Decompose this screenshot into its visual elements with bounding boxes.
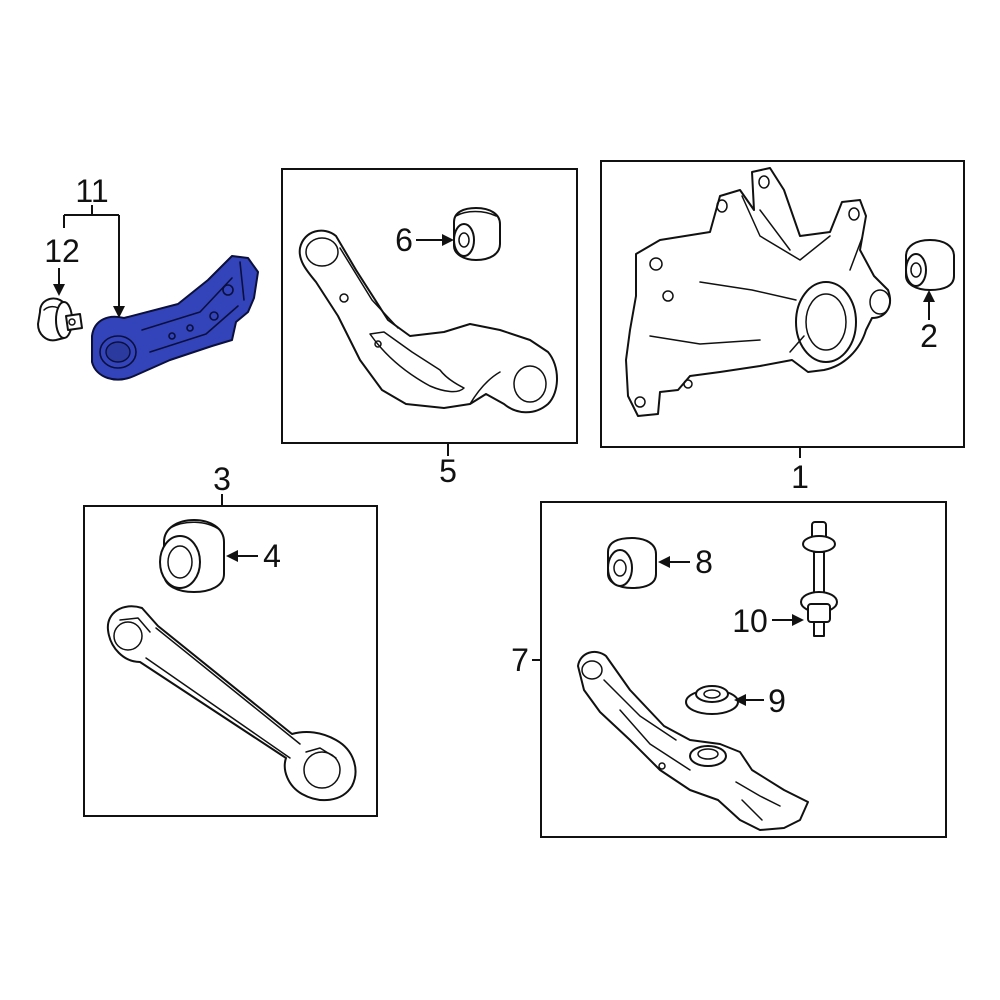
group-box-3 [83, 505, 378, 817]
arrow-2 [923, 290, 935, 302]
arrow-10 [792, 614, 804, 626]
bushing-4[interactable] [159, 519, 225, 593]
spring-seat-9[interactable] [685, 685, 739, 715]
arrow-8 [658, 556, 670, 568]
arrow-12 [53, 284, 65, 296]
bushing-12[interactable] [37, 297, 83, 342]
control-arm-5[interactable] [298, 229, 558, 414]
arrow-9 [734, 694, 746, 706]
callout-1: 1 [791, 459, 809, 495]
callout-6: 6 [395, 222, 413, 258]
callout-12: 12 [44, 233, 80, 269]
arrow-6 [442, 234, 454, 246]
callout-9: 9 [768, 683, 786, 719]
knuckle-1[interactable] [625, 167, 891, 417]
callout-11: 11 [75, 173, 108, 209]
bushing-6[interactable] [453, 207, 501, 261]
trailing-arm-highlighted[interactable] [91, 255, 259, 381]
callout-2: 2 [920, 318, 938, 354]
arrow-11 [113, 306, 125, 318]
callout-7: 7 [511, 642, 529, 678]
lateral-link-3[interactable] [106, 605, 357, 802]
bushing-8[interactable] [607, 537, 657, 589]
callout-4: 4 [263, 538, 281, 574]
group-box-7 [540, 501, 947, 838]
callout-3: 3 [213, 461, 231, 497]
lower-arm-7[interactable] [577, 650, 809, 831]
group-box-1 [600, 160, 965, 448]
group-box-5 [281, 168, 578, 444]
bushing-2[interactable] [905, 239, 955, 291]
arrow-4 [226, 550, 238, 562]
callout-5: 5 [439, 453, 457, 489]
callout-8: 8 [695, 544, 713, 580]
stabilizer-link-10[interactable] [800, 521, 838, 637]
callout-10: 10 [732, 603, 768, 639]
